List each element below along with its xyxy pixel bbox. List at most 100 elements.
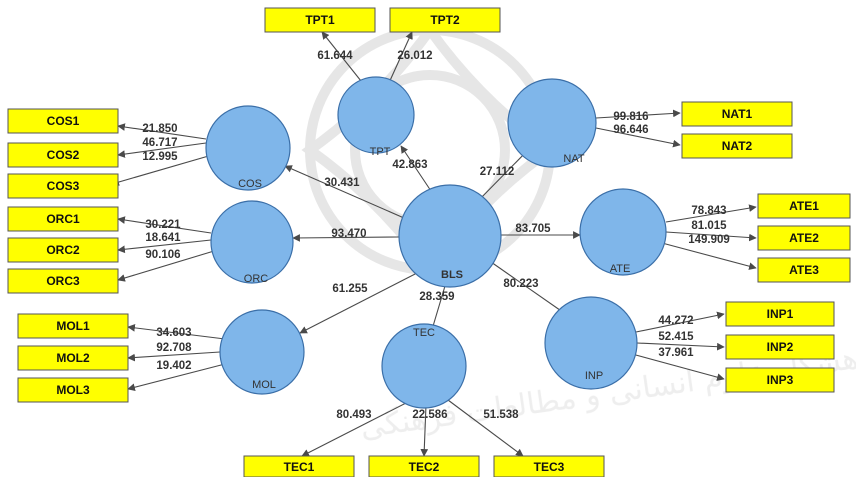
svg-text:MOL1: MOL1 <box>56 319 90 333</box>
indicator-mol3: MOL3 <box>17 377 129 403</box>
svg-text:TEC1: TEC1 <box>284 460 315 474</box>
svg-text:NAT: NAT <box>563 153 584 165</box>
edge-orc-orc3 <box>117 250 215 282</box>
latent-inp: INP <box>544 296 638 390</box>
indicator-inp3: INP3 <box>725 367 835 393</box>
edge-inp-inp2 <box>636 342 725 351</box>
indicator-tec3: TEC3 <box>493 455 605 477</box>
edge-cos-cos1 <box>117 123 207 140</box>
loading-ate2: 81.015 <box>691 220 727 232</box>
loading-nat2: 96.646 <box>613 124 648 136</box>
edge-bls-orc <box>292 234 400 242</box>
edge-tpt-tpt1 <box>321 31 366 87</box>
edge-mol-mol2 <box>127 351 221 362</box>
latent-nat: NAT <box>507 78 597 168</box>
svg-text:ATE1: ATE1 <box>789 199 819 213</box>
loading-tpt2: 26.012 <box>397 50 432 62</box>
loading-mol2: 92.708 <box>156 342 192 354</box>
svg-text:TPT2: TPT2 <box>430 13 460 27</box>
loading-inp1: 44.272 <box>658 315 693 327</box>
edge-mol-mol1 <box>127 324 226 340</box>
latent-orc: ORC <box>210 200 294 285</box>
loading-mol3: 19.402 <box>156 360 191 372</box>
indicator-orc1: ORC1 <box>7 206 119 232</box>
indicator-tec1: TEC1 <box>243 455 355 477</box>
coef-bls-inp: 80.223 <box>503 278 538 290</box>
edge-orc-orc1 <box>117 216 212 234</box>
svg-text:MOL: MOL <box>252 379 276 391</box>
indicator-ate1: ATE1 <box>757 193 851 219</box>
svg-text:COS1: COS1 <box>47 114 80 128</box>
svg-text:BLS: BLS <box>441 269 463 281</box>
svg-text:MOL3: MOL3 <box>56 383 90 397</box>
svg-text:TEC: TEC <box>413 327 435 339</box>
svg-text:NAT1: NAT1 <box>722 107 753 121</box>
loading-tec1: 80.493 <box>336 409 371 421</box>
loading-inp2: 52.415 <box>658 331 694 343</box>
latent-ate: ATE <box>579 188 667 276</box>
svg-text:ATE3: ATE3 <box>789 263 819 277</box>
edge-nat-nat2 <box>595 127 681 148</box>
svg-text:INP3: INP3 <box>767 373 794 387</box>
svg-text:TEC2: TEC2 <box>409 460 440 474</box>
loading-nat1: 99.816 <box>613 111 648 123</box>
loading-tec2: 22.586 <box>412 409 447 421</box>
edge-ate-ate3 <box>661 242 757 270</box>
svg-text:COS3: COS3 <box>47 179 80 193</box>
indicator-tpt1: TPT1 <box>264 7 376 33</box>
indicator-ate3: ATE3 <box>757 257 851 283</box>
structural-coefficients: 42.863 27.112 30.431 93.470 83.705 61.25… <box>324 159 551 303</box>
svg-text:MOL2: MOL2 <box>56 351 90 365</box>
loading-tec3: 51.538 <box>483 409 519 421</box>
svg-text:INP: INP <box>585 370 603 382</box>
loading-cos2: 46.717 <box>142 137 177 149</box>
edge-inp-inp3 <box>631 353 725 381</box>
coef-bls-mol: 61.255 <box>332 283 368 295</box>
edge-bls-mol <box>299 271 420 334</box>
svg-text:INP1: INP1 <box>767 307 794 321</box>
coef-bls-ate: 83.705 <box>515 223 551 235</box>
loading-cos1: 21.850 <box>142 123 177 135</box>
latent-cos: COS <box>205 105 291 191</box>
edge-ate-ate1 <box>665 204 757 223</box>
loading-inp3: 37.961 <box>658 347 694 359</box>
edge-tec-tec3 <box>447 399 524 457</box>
loading-orc2: 18.641 <box>145 232 181 244</box>
coef-bls-cos: 30.431 <box>324 177 360 189</box>
edge-tec-tec2 <box>420 404 429 457</box>
latent-tec: TEC <box>381 323 467 409</box>
svg-text:TEC3: TEC3 <box>534 460 565 474</box>
edge-bls-nat <box>475 147 531 204</box>
edge-cos-cos3 <box>111 154 213 186</box>
latent-variables: TPT NAT COS ORC ATE MOL TEC INP BLS <box>205 76 667 409</box>
indicator-cos3: COS3 <box>7 173 119 199</box>
indicator-ate2: ATE2 <box>757 225 851 251</box>
indicator-inp1: INP1 <box>725 301 835 327</box>
loading-ate1: 78.843 <box>691 205 726 217</box>
indicator-nat2: NAT2 <box>681 133 793 159</box>
indicator-tec2: TEC2 <box>368 455 480 477</box>
coef-bls-orc: 93.470 <box>331 228 366 240</box>
indicator-mol1: MOL1 <box>17 313 129 339</box>
loading-tpt1: 61.644 <box>317 50 353 62</box>
edge-tpt-tpt2 <box>387 31 413 86</box>
indicator-mol2: MOL2 <box>17 345 129 371</box>
edge-orc-orc2 <box>117 239 212 254</box>
latent-bls: BLS <box>398 184 502 288</box>
svg-text:ATE: ATE <box>610 263 631 275</box>
svg-text:TPT: TPT <box>370 146 391 158</box>
indicator-boxes: TPT1 TPT2 NAT1 NAT2 COS1 COS2 COS3 ORC1 … <box>7 7 851 477</box>
indicator-cos2: COS2 <box>7 142 119 168</box>
svg-text:TPT1: TPT1 <box>305 13 335 27</box>
indicator-tpt2: TPT2 <box>389 7 501 33</box>
svg-text:COS: COS <box>238 178 262 190</box>
loading-cos3: 12.995 <box>142 151 178 163</box>
svg-text:ORC1: ORC1 <box>46 212 80 226</box>
edge-bls-cos <box>284 165 405 219</box>
edge-ate-ate2 <box>665 231 757 242</box>
coef-bls-tpt: 42.863 <box>392 159 427 171</box>
indicator-cos1: COS1 <box>7 108 119 134</box>
loading-orc1: 30.221 <box>145 219 181 231</box>
